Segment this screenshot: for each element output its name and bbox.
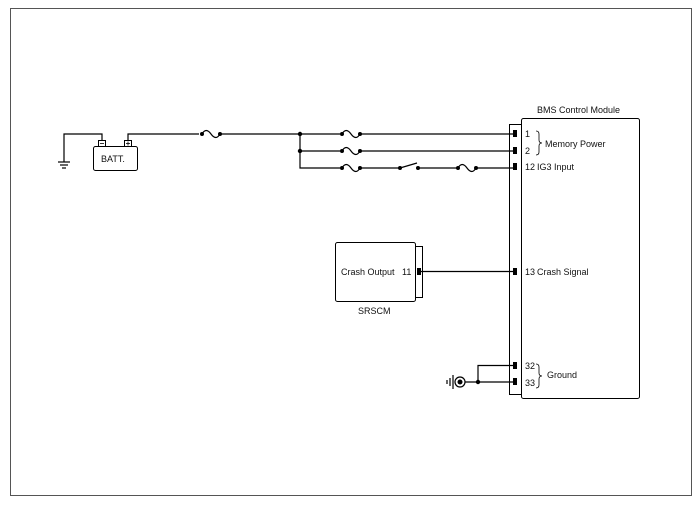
ground-wire-32	[477, 364, 513, 382]
srscm-name: SRSCM	[358, 306, 391, 316]
pin-number: 12	[525, 162, 535, 172]
battery-positive-wire	[127, 133, 199, 140]
srscm-pin-label: Crash Output	[341, 267, 395, 277]
ground-brace	[535, 363, 543, 389]
ground-symbol-icon	[58, 161, 70, 169]
chassis-ground-icon	[446, 375, 466, 389]
srscm-pin-number: 11	[402, 267, 411, 277]
module-pin-1	[513, 130, 517, 137]
memory-power-brace	[535, 130, 543, 156]
srscm-box	[335, 242, 416, 302]
module-title: BMS Control Module	[537, 105, 620, 115]
battery-label: BATT.	[101, 154, 125, 164]
ground-label: Ground	[547, 370, 577, 380]
module-pin-32	[513, 362, 517, 369]
pin-number: 1	[525, 129, 530, 139]
diagram-frame	[10, 8, 692, 496]
srscm-pin-11	[417, 268, 421, 275]
branch-wire	[299, 134, 340, 169]
fuse-icon	[340, 129, 362, 139]
memory-power-label: Memory Power	[545, 139, 606, 149]
module-pin-33	[513, 378, 517, 385]
pin-label: IG3 Input	[537, 162, 575, 172]
module-box	[521, 118, 640, 399]
pin-number: 32	[525, 361, 535, 371]
module-pin-12	[513, 163, 517, 170]
fuse-icon	[340, 163, 362, 173]
fuse-icon	[200, 129, 222, 139]
battery-box	[93, 146, 138, 171]
fuse-icon	[340, 146, 362, 156]
module-pin-2	[513, 147, 517, 154]
pin-label: Crash Signal	[537, 267, 589, 277]
battery-ground-wire	[63, 133, 103, 162]
fuse-icon	[456, 163, 478, 173]
pin-number: 33	[525, 378, 535, 388]
junction-dot	[475, 379, 481, 385]
module-pin-13	[513, 268, 517, 275]
pin-number: 2	[525, 146, 530, 156]
pin-number: 13	[525, 267, 535, 277]
ignition-switch-icon	[398, 162, 420, 170]
